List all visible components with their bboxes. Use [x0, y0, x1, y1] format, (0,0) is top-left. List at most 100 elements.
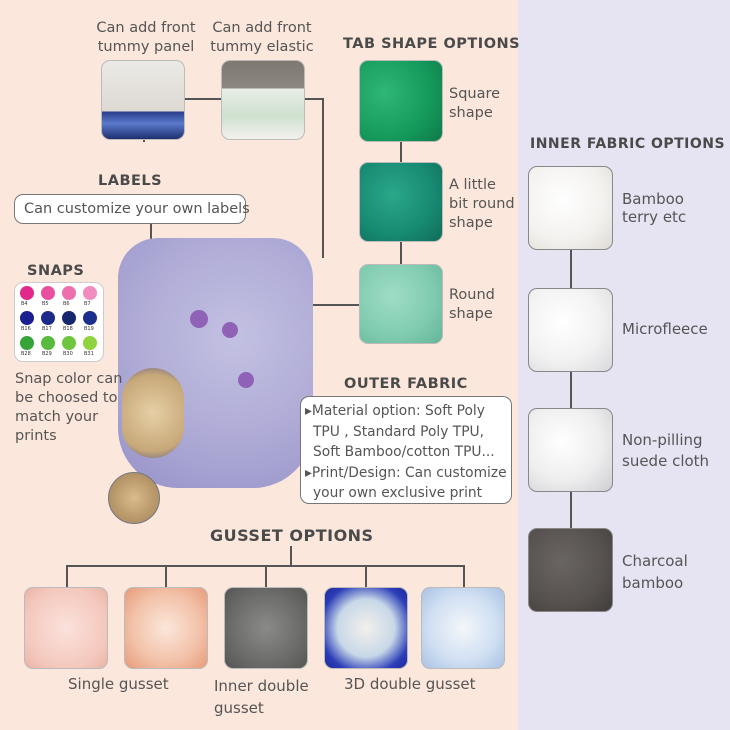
snap-color-swatch	[20, 311, 34, 325]
front-elastic-caption: Can add front tummy elastic	[208, 19, 316, 57]
labels-text: Can customize your own labels	[24, 201, 250, 217]
snap-color-swatch	[83, 336, 97, 350]
3d-double-gusset-image	[324, 587, 408, 669]
round-shape-caption: Round shape	[449, 286, 495, 324]
snap-color-swatch	[83, 311, 97, 325]
connector	[150, 224, 152, 244]
bamboo-line1: Bamboo	[622, 190, 684, 208]
tab-shape-title: TAB SHAPE OPTIONS	[343, 36, 521, 52]
snap-color-code: B17	[42, 326, 52, 332]
snap-icon	[190, 310, 208, 328]
charcoal-bamboo-caption: Charcoal bamboo	[622, 550, 688, 594]
charcoal-line2: bamboo	[622, 574, 684, 592]
connector	[463, 565, 465, 587]
snap-color-code: B18	[63, 326, 73, 332]
front-panel-line2: tummy panel	[97, 39, 195, 55]
inner-fabric-title: INNER FABRIC OPTIONS	[530, 136, 726, 152]
snap-color-swatch	[41, 336, 55, 350]
snap-color-swatch	[62, 286, 76, 300]
suede-line2: suede cloth	[622, 452, 710, 470]
snap-color-code: B19	[84, 326, 94, 332]
single-gusset-print-image	[124, 587, 208, 669]
gusset-title: GUSSET OPTIONS	[210, 526, 374, 545]
outer-fabric-text: ▸Material option: Soft Poly TPU , Standa…	[305, 401, 507, 504]
snap-color-code: B30	[63, 351, 73, 357]
snap-icon	[222, 322, 238, 338]
round-shape-line1: Round	[449, 287, 495, 303]
single-gusset-label: Single gusset	[68, 675, 169, 693]
snap-color-swatch	[20, 286, 34, 300]
snaps-desc-line2: be choosed to	[15, 390, 118, 406]
labels-title: LABELS	[98, 173, 163, 189]
snap-color-swatch	[20, 336, 34, 350]
snap-color-code: B28	[21, 351, 31, 357]
connector	[165, 565, 167, 587]
little-round-line1: A little	[449, 177, 496, 193]
3d-double-gusset-label: 3D double gusset	[344, 675, 476, 693]
bamboo-line2: terry etc	[622, 208, 687, 226]
inner-double-gusset-image	[224, 587, 308, 669]
connector	[66, 565, 68, 587]
snap-color-code: B16	[21, 326, 31, 332]
square-shape-line1: Square	[449, 86, 501, 102]
diaper-leg-opening	[122, 368, 184, 458]
connector	[143, 140, 145, 142]
front-elastic-image	[221, 60, 305, 140]
front-panel-caption: Can add front tummy panel	[92, 19, 200, 57]
outer-fabric-line4: ▸Print/Design: Can customize	[305, 464, 507, 481]
outer-fabric-line2: TPU , Standard Poly TPU,	[313, 423, 485, 440]
snaps-desc-line4: prints	[15, 428, 57, 444]
snap-color-code: B6	[63, 301, 70, 307]
square-shape-line2: shape	[449, 105, 493, 121]
front-elastic-line2: tummy elastic	[210, 39, 314, 55]
connector-panel-elastic	[185, 98, 221, 100]
snap-color-code: B31	[84, 351, 94, 357]
suede-line1: Non-pilling	[622, 431, 703, 449]
snap-color-code: B4	[21, 301, 28, 307]
inner-double-line1: Inner double	[214, 677, 309, 695]
snap-color-swatch	[62, 311, 76, 325]
snap-color-swatch	[41, 286, 55, 300]
connector	[570, 372, 572, 408]
outer-fabric-box	[300, 396, 512, 504]
little-round-line2: bit round	[449, 196, 515, 212]
labels-box	[14, 194, 246, 224]
snaps-title: SNAPS	[27, 263, 85, 279]
connector	[322, 98, 324, 258]
bamboo-terry-image	[528, 166, 613, 250]
front-panel-line1: Can add front	[96, 20, 196, 36]
connector	[365, 565, 367, 587]
snap-icon	[238, 372, 254, 388]
snap-color-code: B5	[42, 301, 49, 307]
snaps-desc-line1: Snap color can	[15, 371, 123, 387]
connector	[400, 242, 402, 264]
connector	[570, 492, 572, 528]
little-round-shape-image	[359, 162, 443, 242]
inner-double-gusset-label: Inner double gusset	[214, 675, 309, 719]
connector-round-diaper	[300, 304, 359, 306]
suede-cloth-caption: Non-pilling suede cloth	[622, 430, 709, 472]
inner-double-line2: gusset	[214, 699, 264, 717]
round-shape-line2: shape	[449, 306, 493, 322]
square-shape-image	[359, 60, 443, 142]
3d-double-gusset-alt-image	[421, 587, 505, 669]
microfleece-caption: Microfleece	[622, 320, 708, 338]
square-shape-caption: Square shape	[449, 85, 500, 123]
outer-fabric-line3: Soft Bamboo/cotton TPU...	[313, 444, 495, 460]
connector	[570, 250, 572, 288]
snaps-description: Snap color can be choosed to match your …	[15, 370, 122, 446]
little-round-shape-caption: A little bit round shape	[449, 176, 515, 233]
snap-color-code: B7	[84, 301, 91, 307]
charcoal-line1: Charcoal	[622, 552, 688, 570]
suede-cloth-image	[528, 408, 613, 492]
front-panel-image	[101, 60, 185, 140]
snap-color-swatch	[62, 336, 76, 350]
connector	[290, 546, 292, 566]
gusset-detail-image	[108, 472, 160, 524]
snap-color-code: B29	[42, 351, 52, 357]
front-elastic-line1: Can add front	[212, 20, 312, 36]
single-gusset-image	[24, 587, 108, 669]
round-shape-image	[359, 264, 443, 344]
snap-color-swatch	[83, 286, 97, 300]
connector	[400, 142, 402, 162]
